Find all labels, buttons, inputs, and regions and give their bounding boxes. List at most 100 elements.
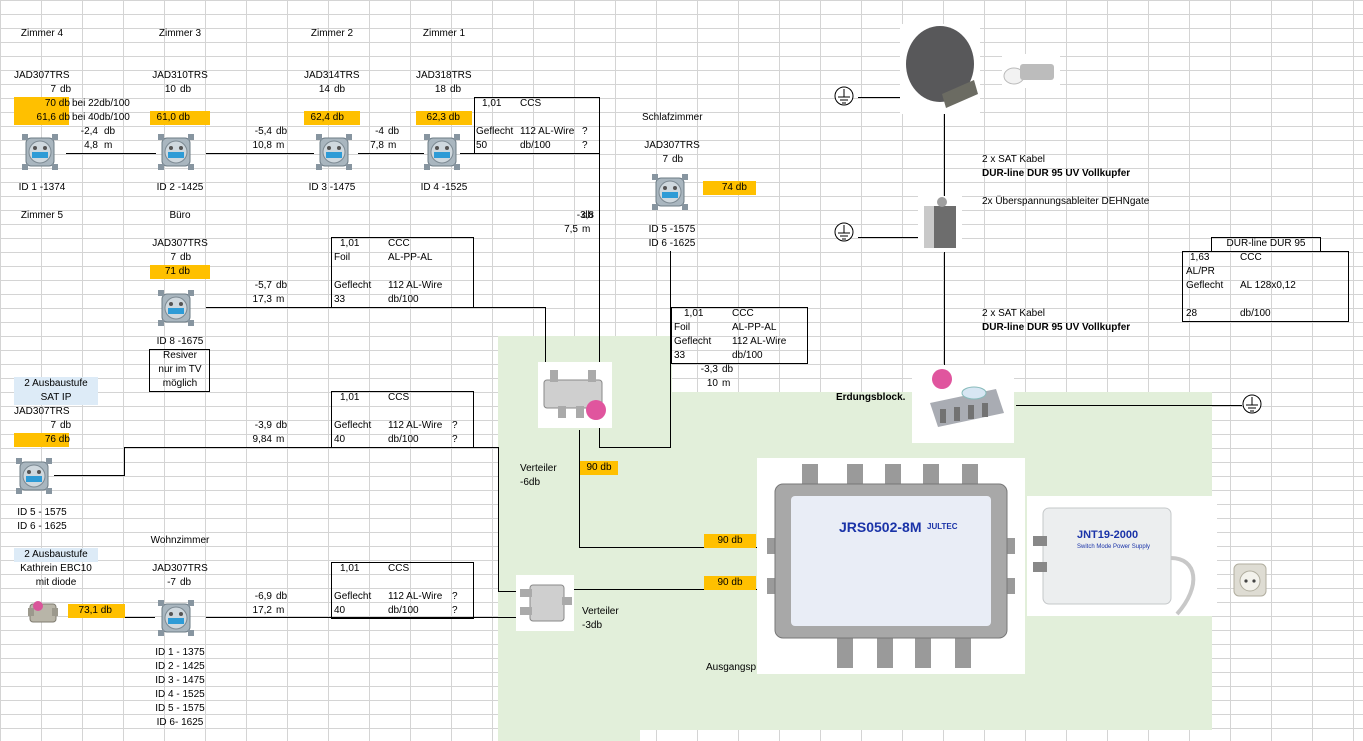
wire: [944, 252, 945, 370]
level-badge-zimmer1: 62,3 db: [416, 111, 472, 125]
wall-outlet-icon: [158, 600, 194, 636]
cable-type: CCC: [1240, 252, 1262, 263]
wire: [460, 153, 600, 154]
cable-spec-ccc-schlafzimmer: [671, 307, 808, 364]
unit: db: [450, 84, 462, 95]
id-satip-2: ID 6 - 1625: [17, 521, 67, 532]
cable-factor: 1,01: [684, 308, 704, 319]
note-line: nur im TV: [158, 364, 202, 375]
unit: db: [276, 280, 288, 291]
splitter-icon: [538, 362, 612, 428]
level-badge-zimmer4-2: 61,6 db: [14, 111, 70, 125]
level-value: 73,1: [78, 605, 98, 616]
cable-attenuation: 50: [476, 140, 488, 151]
note-kathrein: mit diode: [35, 577, 77, 588]
level-badge-buero: 71 db: [150, 265, 210, 279]
power-socket-icon: [1233, 563, 1267, 597]
multiswitch-drawing: [767, 464, 1015, 668]
loss-satip: 7: [50, 420, 56, 431]
power-supply-icon: JNT19-2000 Switch Mode Power Supply: [1027, 496, 1217, 616]
unknown-mark: ?: [582, 140, 588, 151]
level-value: 74: [721, 182, 733, 193]
unit: db: [276, 591, 288, 602]
stage-label-satip-2: SAT IP: [14, 391, 98, 405]
model-schlafzimmer: JAD307TRS: [644, 140, 700, 151]
cable-foil: Foil: [674, 322, 691, 333]
model-wohnzimmer: JAD307TRS: [152, 563, 208, 574]
wire: [206, 307, 546, 308]
cable-shield-type: 112 AL-Wire: [520, 126, 575, 137]
cable-attenuation: 40: [334, 434, 346, 445]
unit: db: [60, 84, 72, 95]
segment-length: 17,2: [252, 605, 272, 616]
segment-length: 17,3: [252, 294, 272, 305]
note-line: Resiver: [163, 350, 197, 361]
multiswitch-model: JRS0502-8M: [839, 519, 922, 535]
wall-outlet-icon: [22, 134, 58, 170]
level-badge-satip: 76 db: [14, 433, 70, 447]
id-satip-1: ID 5 - 1575: [17, 507, 67, 518]
splitter6-label: Verteiler: [520, 463, 557, 474]
wire: [545, 307, 546, 363]
cable-att-unit: db/100: [520, 140, 551, 151]
segment-loss: -5,7: [254, 280, 272, 291]
room-label-zimmer2: Zimmer 2: [310, 28, 354, 39]
cable-shield: Geflecht: [476, 126, 514, 137]
cable-att-unit: db/100: [388, 294, 419, 305]
wire: [124, 447, 498, 448]
cable-factor: 1,01: [482, 98, 502, 109]
room-label-zimmer4: Zimmer 4: [20, 28, 64, 39]
splitter3-label: Verteiler: [582, 606, 619, 617]
unknown-mark: ?: [452, 591, 458, 602]
wire: [579, 430, 580, 548]
sat-cable2-line2: DUR-line DUR 95 UV Vollkupfer: [982, 322, 1131, 333]
id-zimmer4: ID 1 -1374: [18, 182, 66, 193]
unit: db: [100, 605, 112, 616]
cable-foil: AL/PR: [1186, 266, 1215, 277]
multiswitch-icon: JRS0502-8M JULTEC: [757, 458, 1025, 674]
multiswitch-brand: JULTEC: [927, 522, 958, 531]
cable-type: CCS: [388, 563, 410, 574]
level-badge-splitter: 90 db: [580, 461, 618, 475]
splitter-icon: [516, 575, 574, 631]
note-box-buero: [149, 349, 210, 392]
wire: [54, 475, 125, 476]
cable-factor: 1,01: [340, 563, 360, 574]
cable-shield: Geflecht: [1186, 280, 1224, 291]
cable-type: CCC: [732, 308, 754, 319]
wire: [206, 617, 516, 618]
unit: db: [60, 420, 72, 431]
segment-length: 10: [706, 378, 718, 389]
model-zimmer4: JAD307TRS: [14, 70, 70, 81]
model-buero: JAD307TRS: [152, 238, 208, 249]
grounding-block-icon: [912, 365, 1014, 443]
psu-model: JNT19-2000: [1077, 529, 1139, 541]
segment-length: 7,8: [370, 140, 384, 151]
unit: m: [276, 140, 285, 151]
model-zimmer2: JAD314TRS: [304, 70, 360, 81]
cable-att-unit: db/100: [388, 434, 419, 445]
id-wohnzimmer: ID 3 - 1475: [155, 675, 205, 686]
loss-schlafzimmer: 7: [662, 154, 668, 165]
loss-zimmer4: 7: [50, 84, 56, 95]
splitter6-loss: -6db: [520, 477, 541, 488]
unknown-mark: ?: [452, 605, 458, 616]
sat-cable2-line1: 2 x SAT Kabel: [982, 308, 1045, 319]
cable-shield-type: 112 AL-Wire: [732, 336, 787, 347]
unit: m: [276, 294, 285, 305]
room-label-wohnzimmer: Wohnzimmer: [150, 535, 210, 546]
wall-outlet-icon: [424, 134, 460, 170]
note-zimmer4-1: bei 22db/100: [72, 98, 130, 109]
wire: [1016, 405, 1242, 406]
unit: db: [180, 84, 192, 95]
unit: db: [58, 434, 70, 445]
unknown-mark: ?: [582, 126, 588, 137]
wire: [574, 589, 757, 590]
wire: [66, 153, 156, 154]
cable-shield: Geflecht: [334, 280, 372, 291]
unit: m: [276, 434, 285, 445]
segment-length: 7,5: [564, 224, 578, 235]
ground-icon: [834, 86, 854, 106]
room-label-zimmer3: Zimmer 3: [158, 28, 202, 39]
unit: db: [672, 154, 684, 165]
